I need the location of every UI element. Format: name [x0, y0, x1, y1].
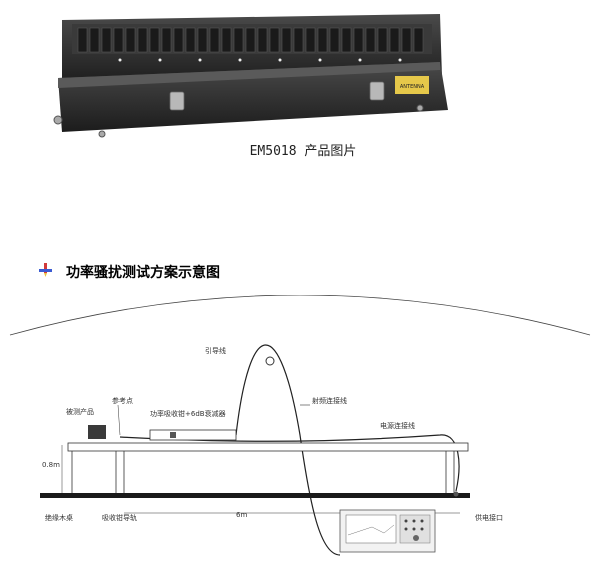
section-title: 功率骚扰测试方案示意图	[66, 265, 220, 281]
label-lead-wire: 引导线	[205, 346, 226, 355]
latch-left	[169, 91, 185, 111]
section-heading: 功率骚扰测试方案示意图	[38, 262, 220, 282]
label-table: 绝缘木桌	[45, 513, 73, 522]
receiver-instrument	[339, 509, 436, 553]
lead-wire-arc	[9, 295, 591, 336]
latch-right	[369, 81, 385, 101]
eut-box	[88, 425, 106, 439]
test-setup-diagram: 引导线 射频连接线 电源连接线 被测产品 参考点 功率吸收钳+6dB衰减器 0.…	[9, 295, 591, 556]
rf-cable	[235, 344, 341, 556]
product-photo: ANTENNA	[53, 14, 448, 138]
label-rf-cable: 射频连接线	[312, 396, 347, 405]
pulley-icon	[265, 356, 275, 366]
label-supply: 供电接口	[475, 513, 503, 522]
pencil-bullet-icon	[38, 262, 54, 282]
label-length: 6m	[236, 511, 247, 519]
label-clamp: 功率吸收钳+6dB衰减器	[150, 409, 226, 418]
clamp-rail	[40, 493, 470, 498]
label-ref-point: 参考点	[112, 396, 133, 405]
absorbing-clamp	[149, 429, 237, 441]
label-plate-text: ANTENNA	[400, 84, 425, 90]
label-eut: 被测产品	[66, 407, 94, 416]
wooden-table-top	[67, 442, 469, 452]
photo-caption: EM5018 产品图片	[249, 144, 357, 159]
label-plate	[395, 76, 429, 94]
label-rail: 吸收钳导轨	[102, 513, 137, 522]
label-power-cable: 电源连接线	[380, 421, 415, 430]
label-height: 0.8m	[42, 461, 60, 469]
